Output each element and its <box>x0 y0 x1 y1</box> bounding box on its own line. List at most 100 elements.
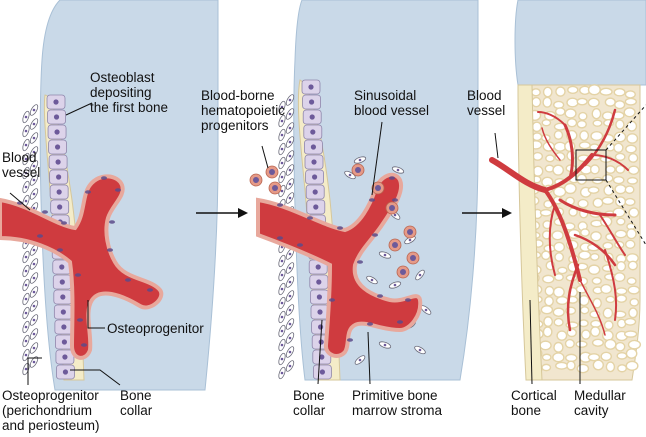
marrow-space <box>590 319 602 328</box>
marrow-space <box>613 272 626 283</box>
marrow-space <box>540 250 551 261</box>
marrow-space <box>626 120 638 132</box>
cell-nucleus <box>60 309 66 315</box>
marrow-space <box>592 297 602 309</box>
marrow-space <box>591 176 604 185</box>
cell-nucleus <box>312 174 318 180</box>
marrow-space <box>604 338 617 350</box>
marrow-space <box>628 153 639 163</box>
cell-nucleus <box>288 168 292 172</box>
endothelial-nucleus <box>397 320 403 324</box>
cell-nucleus <box>24 255 28 259</box>
marrow-space <box>624 239 636 250</box>
cell-nucleus <box>60 294 66 300</box>
marrow-space <box>580 329 591 340</box>
cell-nucleus <box>393 213 397 217</box>
marrow-space <box>553 100 565 110</box>
marrow-space <box>543 316 554 328</box>
cell-nucleus <box>32 304 36 308</box>
marrow-space <box>577 198 589 209</box>
marrow-space <box>602 173 614 183</box>
cell-nucleus <box>59 264 65 270</box>
cell-nucleus <box>32 206 36 210</box>
marrow-space <box>624 317 637 326</box>
cell-nucleus <box>418 273 422 277</box>
marrow-space <box>554 152 566 162</box>
marrow-space <box>541 118 552 127</box>
cell-nucleus <box>407 229 413 235</box>
cell-nucleus <box>24 353 28 357</box>
cell-nucleus <box>32 192 36 196</box>
marrow-space <box>554 273 564 282</box>
label-osteoblast: Osteoblast depositing the first bone <box>90 70 169 115</box>
marrow-space <box>531 96 542 108</box>
marrow-space <box>623 330 638 338</box>
cell-nucleus <box>280 371 284 375</box>
endothelial-nucleus <box>337 226 343 230</box>
marrow-space <box>602 241 614 250</box>
cell-nucleus <box>53 114 60 120</box>
cell-nucleus <box>288 266 292 270</box>
marrow-space <box>590 130 604 142</box>
marrow-space <box>551 230 564 241</box>
marrow-space <box>566 97 579 108</box>
marrow-space <box>553 141 567 152</box>
marrow-space <box>540 305 554 315</box>
cell-nucleus <box>32 164 36 168</box>
cell-nucleus <box>24 325 28 329</box>
marrow-space <box>541 353 552 362</box>
marrow-space <box>614 229 628 239</box>
cell-nucleus <box>253 177 259 183</box>
marrow-space <box>614 341 626 352</box>
endothelial-nucleus <box>42 210 48 214</box>
marrow-space <box>578 250 592 260</box>
marrow-space <box>545 154 555 163</box>
label-blood-vessel-3: Blood vessel <box>467 88 506 118</box>
marrow-space <box>587 97 600 108</box>
marrow-space <box>605 361 616 373</box>
blood-vessel-1 <box>0 174 164 360</box>
cell-nucleus <box>32 332 36 336</box>
marrow-space <box>614 152 626 162</box>
marrow-space <box>623 107 636 118</box>
cell-nucleus <box>32 318 36 322</box>
endothelial-nucleus <box>125 278 131 282</box>
cell-nucleus <box>61 339 67 345</box>
marrow-space <box>616 260 627 272</box>
detail-line-top <box>605 104 646 151</box>
endothelial-nucleus <box>147 288 153 292</box>
marrow-space <box>627 339 642 350</box>
label-bone-collar-2: Bone collar <box>293 388 326 418</box>
endothelial-nucleus <box>369 198 375 202</box>
endothelial-nucleus <box>17 201 23 205</box>
marrow-space <box>555 86 566 97</box>
marrow-space <box>615 294 628 303</box>
cell-nucleus <box>24 185 28 189</box>
endothelial-nucleus <box>372 233 378 237</box>
marrow-space <box>617 364 628 373</box>
marrow-space <box>613 142 624 153</box>
marrow-space <box>590 231 602 242</box>
cell-nucleus <box>57 204 63 210</box>
cell-nucleus <box>280 315 284 319</box>
marrow-space <box>531 88 541 97</box>
cell-nucleus <box>56 189 62 195</box>
cell-nucleus <box>288 154 292 158</box>
marrow-space <box>555 295 569 306</box>
marrow-space <box>557 266 568 275</box>
marrow-space <box>542 274 555 284</box>
marrow-space <box>603 184 614 196</box>
marrow-space <box>600 283 613 295</box>
cell-nucleus <box>280 287 284 291</box>
endothelial-nucleus <box>101 176 107 180</box>
cell-nucleus <box>280 259 284 263</box>
marrow-space <box>576 119 587 129</box>
marrow-space <box>614 100 626 110</box>
marrow-space <box>552 164 565 176</box>
cell-nucleus <box>396 168 400 172</box>
cortical-bone-3 <box>517 84 543 381</box>
cell-nucleus <box>316 294 322 300</box>
cell-nucleus <box>32 360 36 364</box>
endothelial-nucleus <box>57 248 63 252</box>
marrow-space <box>553 130 564 140</box>
